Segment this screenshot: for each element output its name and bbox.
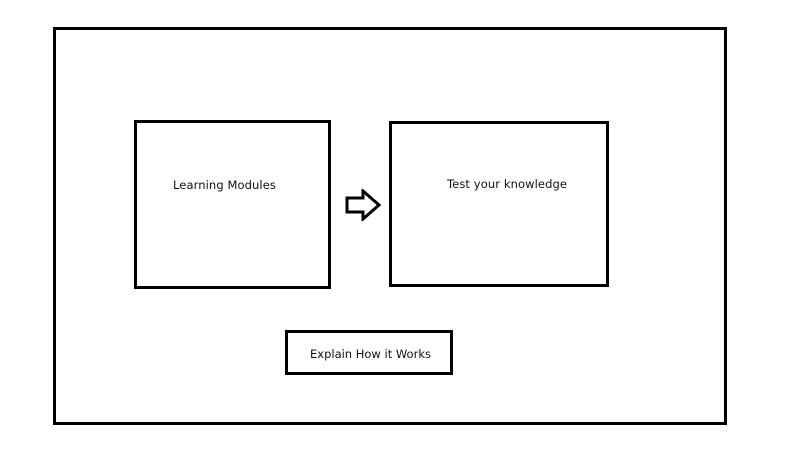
explain-button-label: Explain How it Works	[310, 347, 431, 361]
test-knowledge-label: Test your knowledge	[447, 177, 568, 191]
learning-modules-label: Learning Modules	[173, 178, 276, 192]
page-frame	[53, 27, 727, 425]
explain-how-it-works-button[interactable]: Explain How it Works	[285, 330, 453, 375]
right-arrow-icon	[345, 189, 381, 221]
test-knowledge-card[interactable]: Test your knowledge	[389, 121, 609, 287]
learning-modules-card[interactable]: Learning Modules	[134, 120, 331, 289]
